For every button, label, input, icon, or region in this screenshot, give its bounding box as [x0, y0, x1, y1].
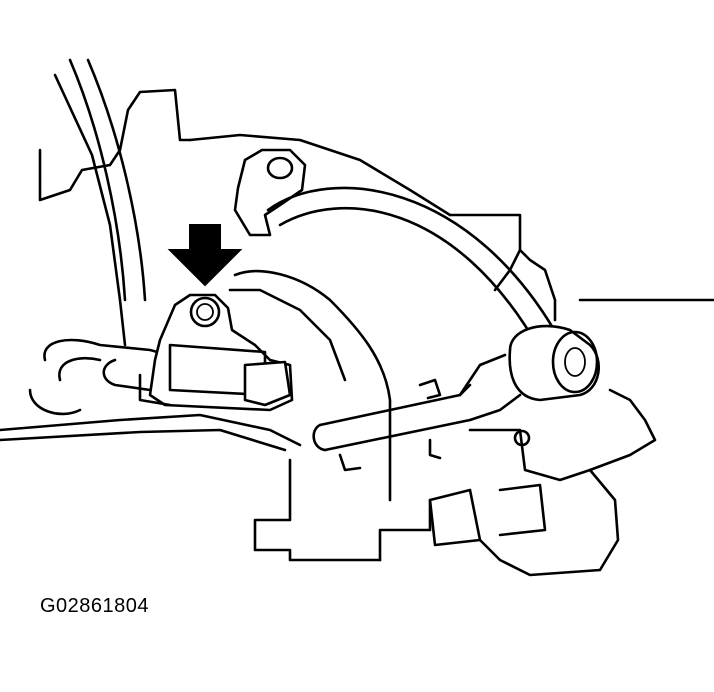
- upper-fitting: [233, 148, 307, 237]
- wire-harness: [68, 58, 147, 302]
- lower-housing: [418, 378, 657, 577]
- down-arrow-icon: [167, 224, 243, 287]
- sensor-unit: [138, 293, 294, 412]
- vacuum-hose: [266, 186, 562, 352]
- linkage-rod: [312, 353, 522, 472]
- intake-body: [228, 213, 714, 562]
- right-connector: [508, 324, 600, 402]
- figure-caption: G02861804: [40, 595, 150, 617]
- curled-hose: [0, 338, 302, 452]
